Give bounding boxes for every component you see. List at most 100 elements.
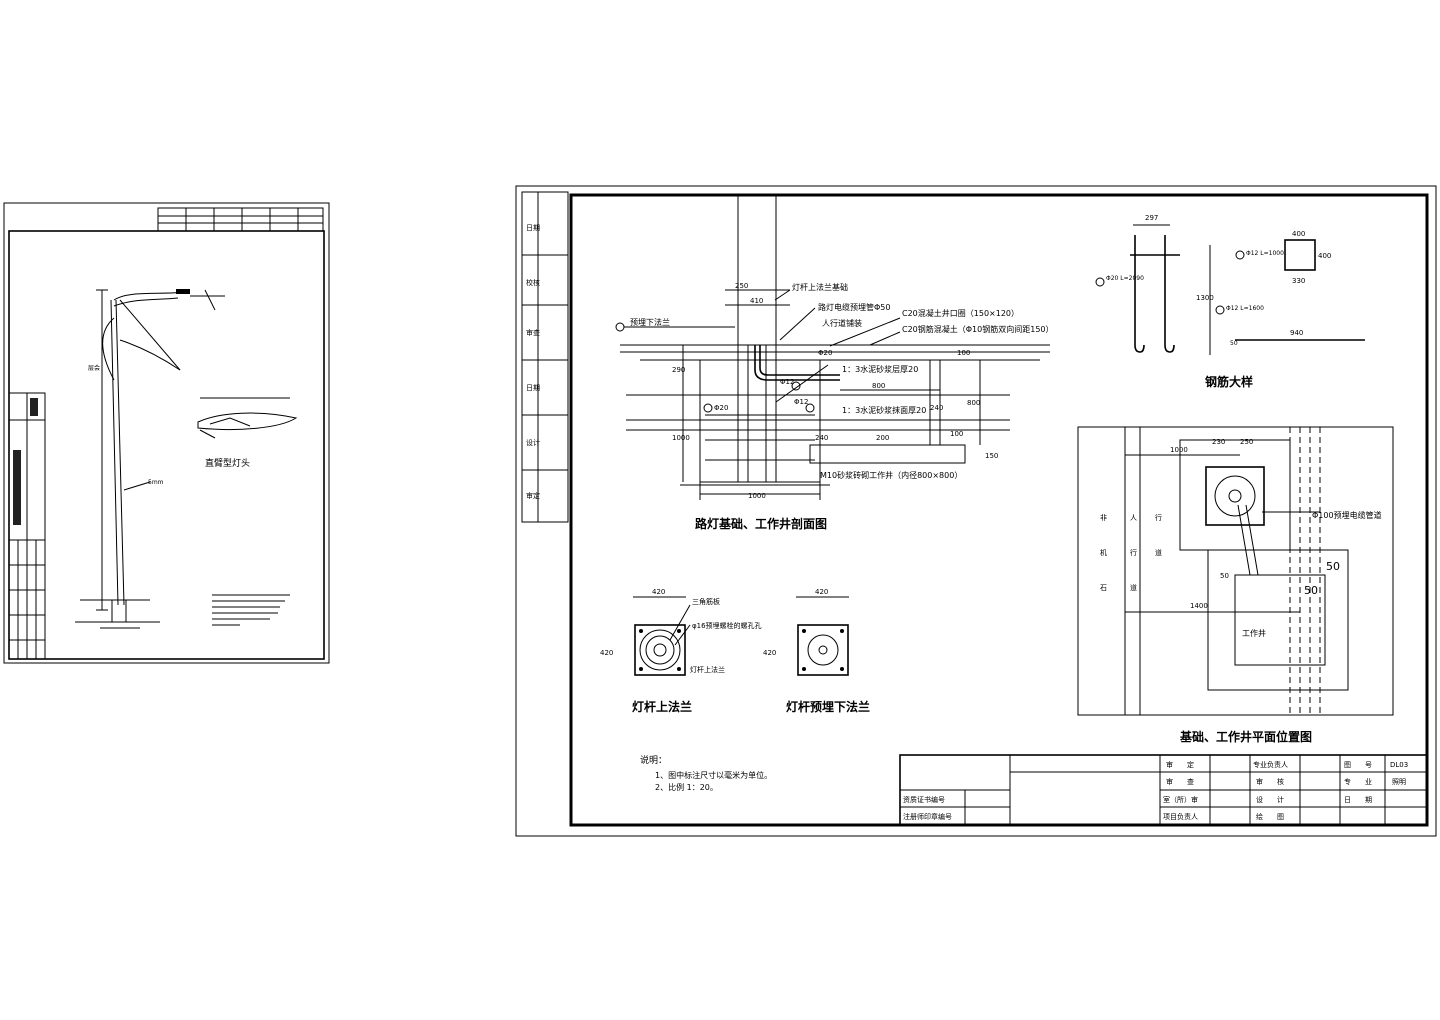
tb-check: 审 核 [1256, 777, 1284, 786]
lower-flange-title: 灯杆预埋下法兰 [786, 699, 870, 714]
label-preburied-flange: 预埋下法兰 [630, 317, 670, 327]
side-col-5: 审定 [526, 491, 540, 500]
plan-view: 1000 230 250 50 50 50 1400 工作井 Φ100预埋电缆管… [1077, 426, 1394, 744]
tb-reg: 注册师印章编号 [903, 812, 952, 821]
rebar-dim-330: 330 [1292, 277, 1305, 285]
section-dim-800v: 800 [967, 399, 980, 407]
notes-heading: 说明： [640, 754, 667, 766]
section-dim-100: 100 [957, 349, 970, 357]
notes: 说明： 1、图中标注尺寸以毫米为单位。 2、比例 1：20。 [640, 754, 772, 792]
rebar-dim-1300: 1300 [1196, 294, 1214, 302]
section-title: 路灯基础、工作井剖面图 [695, 516, 827, 531]
plan-dim-250: 250 [1240, 438, 1253, 446]
section-dim-phi20: Φ20 [714, 404, 728, 412]
upper-flange-dim: 420 [652, 588, 665, 596]
tb-chief: 室（所）审 [1163, 795, 1198, 804]
tb-drawing-no: DL03 [1390, 761, 1408, 769]
side-col-4: 设计 [526, 438, 540, 447]
title-block: 资质证书编号 注册师印章编号 审 定 审 查 室（所）审 项目负责人 专业负责人… [899, 754, 1428, 826]
label-brick-well: M10砂浆砖砌工作井（内径800×800） [820, 470, 962, 480]
upper-flange-title: 灯杆上法兰 [632, 699, 692, 714]
plan-dim-50b: 50 [1326, 560, 1340, 573]
lamp-head-title: 直臂型灯头 [205, 457, 250, 469]
lamp-pole-elevation: 层会 5mm [75, 289, 225, 629]
left-header-strip [157, 207, 324, 232]
rebar-tag-1: Φ12 [780, 378, 794, 386]
upper-flange-note-3: 灯杆上法兰 [690, 665, 725, 674]
left-title-block [8, 392, 46, 660]
plan-col-0: 非 [1100, 513, 1107, 522]
tb-approve: 审 定 [1166, 760, 1194, 769]
tb-spec: 照明 [1392, 778, 1406, 786]
lower-flange-dim-side: 420 [763, 649, 776, 657]
left-sheet: 层会 5mm 直臂型灯头 [3, 202, 330, 664]
rebar-tag-c: Φ12 L=1600 [1226, 305, 1264, 312]
pole-height-label: 层会 [88, 364, 100, 372]
section-dim-150: 150 [985, 452, 998, 460]
plan-dim-1000: 1000 [1170, 446, 1188, 454]
side-col-1: 校核 [526, 278, 540, 287]
label-flange-base: 灯杆上法兰基础 [792, 282, 848, 292]
lamp-head-detail: 直臂型灯头 [197, 397, 298, 469]
section-dim-100b: 100 [950, 430, 963, 438]
plan-col-4: 行 [1130, 548, 1137, 557]
plan-col-6: 石 [1100, 584, 1107, 592]
right-sheet: 日期 校核 审查 日期 设计 审定 [515, 185, 1437, 837]
notes-item-2: 2、比例 1：20。 [655, 782, 718, 792]
label-cable-pipe: 路灯电缆预埋管Φ50 [818, 302, 890, 312]
rebar-tag-b: Φ12 L=1000 [1246, 250, 1284, 257]
plan-col-3: 机 [1100, 548, 1107, 557]
plan-col-1: 人 [1130, 514, 1137, 522]
rebar-dim-50: 50 [1230, 340, 1238, 347]
plan-dim-50a: 50 [1220, 572, 1229, 580]
lower-flange-dim: 420 [815, 588, 828, 596]
notes-item-1: 1、图中标注尺寸以毫米为单位。 [655, 770, 772, 780]
section-dim-290: 290 [672, 366, 685, 374]
side-col-3: 日期 [526, 384, 540, 392]
upper-flange: 420 420 三角筋板 φ16预埋螺栓的螺孔孔 灯杆上法兰 灯杆上法兰 [600, 588, 762, 714]
side-column: 日期 校核 审查 日期 设计 审定 [521, 191, 569, 523]
tb-review: 审 查 [1166, 777, 1194, 786]
section-dim-width: 1000 [748, 492, 766, 500]
rebar-dim-400b: 400 [1318, 252, 1331, 260]
upper-flange-note-1: 三角筋板 [692, 597, 720, 606]
tb-date-label: 日 期 [1344, 796, 1372, 804]
section-dim-240a: 240 [930, 404, 943, 412]
label-c20-ring: C20混凝土井口圈（150×120） [902, 308, 1019, 318]
rebar-detail: 297 1300 Φ20 L=2090 400 400 330 Φ12 L=10… [1095, 214, 1365, 389]
label-sidewalk: 人行道铺装 [822, 318, 862, 328]
plan-dim-1400: 1400 [1190, 602, 1208, 610]
left-notes [212, 594, 290, 626]
tb-spec-lead: 专业负责人 [1253, 760, 1288, 769]
rebar-tag-2: Φ12 [794, 398, 808, 406]
label-c20-plate: C20钢筋混凝土（Φ10钢筋双向间距150） [902, 324, 1054, 334]
tb-pm: 项目负责人 [1163, 812, 1198, 821]
rebar-dim-400a: 400 [1292, 230, 1305, 238]
side-col-0: 日期 [526, 224, 540, 232]
section-dim-1000v: 1000 [672, 434, 690, 442]
plan-col-5: 道 [1155, 548, 1162, 557]
section-dim-800: 800 [872, 382, 885, 390]
pole-wall-label: 5mm [148, 479, 164, 486]
plan-well-label: 工作井 [1242, 628, 1266, 638]
tb-design: 设 计 [1256, 795, 1284, 804]
plan-col-7: 道 [1130, 583, 1137, 592]
lower-flange: 420 420 灯杆预埋下法兰 [763, 588, 870, 714]
section-view: 1000 250 410 290 1000 800 100 800 240 24… [615, 195, 1054, 531]
tb-drawing-no-label: 图 号 [1344, 761, 1372, 769]
tb-cert: 资质证书编号 [903, 795, 945, 804]
upper-flange-dim-side: 420 [600, 649, 613, 657]
rebar-title: 钢筋大样 [1205, 374, 1253, 389]
label-mortar-2: 1：3水泥砂浆抹面厚20 [842, 405, 926, 415]
rebar-tag-3: Φ20 [818, 349, 832, 357]
plan-pipe-label: Φ100预埋电缆管道 [1312, 510, 1382, 520]
tb-spec-label: 专 业 [1344, 777, 1372, 786]
plan-title: 基础、工作井平面位置图 [1179, 729, 1312, 744]
plan-col-2: 行 [1155, 513, 1162, 522]
tb-draw: 绘 图 [1256, 812, 1284, 821]
upper-flange-note-2: φ16预埋螺栓的螺孔孔 [692, 621, 762, 630]
section-dim-200: 200 [876, 434, 889, 442]
plan-dim-50c: 50 [1304, 584, 1318, 597]
side-col-2: 审查 [526, 328, 540, 337]
